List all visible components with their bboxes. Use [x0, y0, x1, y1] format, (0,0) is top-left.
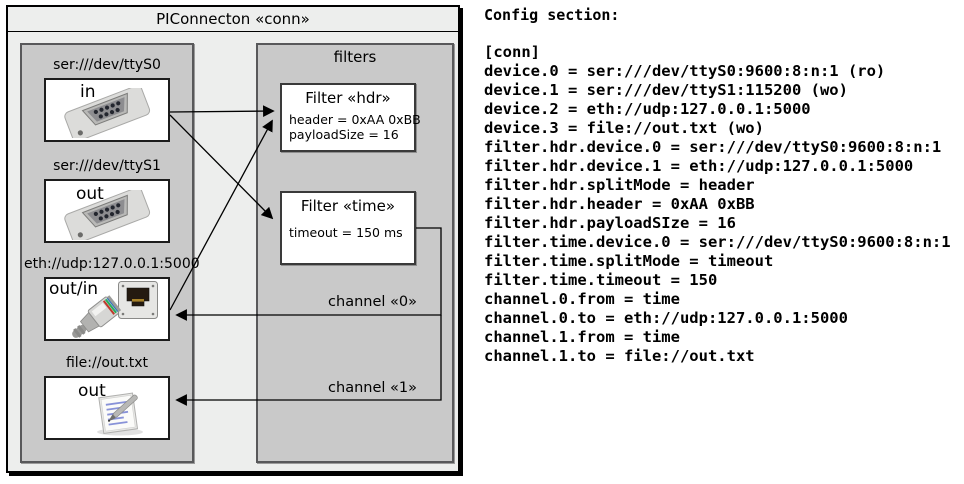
config-section-body: [conn] device.0 = ser:///dev/ttyS0:9600:… — [484, 43, 951, 365]
filter-hdr-prop-payloadsize: payloadSize = 16 — [289, 127, 399, 142]
device-uri-ser0: ser:///dev/ttyS0 — [53, 57, 161, 73]
config-section-heading: Config section: — [484, 6, 620, 24]
filter-hdr-box: Filter «hdr» header = 0xAA 0xBB payloadS… — [280, 83, 421, 152]
device-mode-ser0: in — [80, 82, 96, 102]
filters-panel-title: filters — [333, 48, 377, 66]
ethernet-plug-icon — [70, 293, 128, 339]
device-mode-eth: out/in — [49, 279, 99, 299]
device-mode-ser1: out — [76, 184, 104, 204]
device-uri-ser1: ser:///dev/ttyS1 — [53, 158, 161, 174]
notepad-icon — [94, 390, 150, 436]
filter-time-title: Filter «time» — [300, 197, 396, 215]
filter-hdr-prop-header: header = 0xAA 0xBB — [289, 112, 421, 127]
device-mode-file: out — [78, 381, 106, 401]
piconnection-title: PIConnecton «conn» — [8, 7, 458, 32]
filter-time-box: Filter «time» timeout = 150 ms — [280, 191, 416, 265]
device-box-ser1: out — [44, 179, 170, 243]
device-uri-file: file://out.txt — [65, 355, 149, 371]
device-box-ser0: in — [44, 78, 170, 142]
device-box-eth: out/in — [44, 277, 170, 341]
ethernet-socket-icon — [118, 281, 158, 319]
filter-hdr-title: Filter «hdr» — [305, 89, 391, 107]
serial-connector-icon — [58, 88, 156, 138]
filter-time-prop-timeout: timeout = 150 ms — [289, 225, 403, 240]
device-uri-eth: eth://udp:127.0.0.1:5000 — [24, 256, 200, 272]
channel-1-label: channel «1» — [328, 380, 417, 396]
serial-connector-icon — [58, 190, 156, 240]
device-box-file: out — [44, 376, 170, 440]
channel-0-label: channel «0» — [328, 294, 417, 310]
